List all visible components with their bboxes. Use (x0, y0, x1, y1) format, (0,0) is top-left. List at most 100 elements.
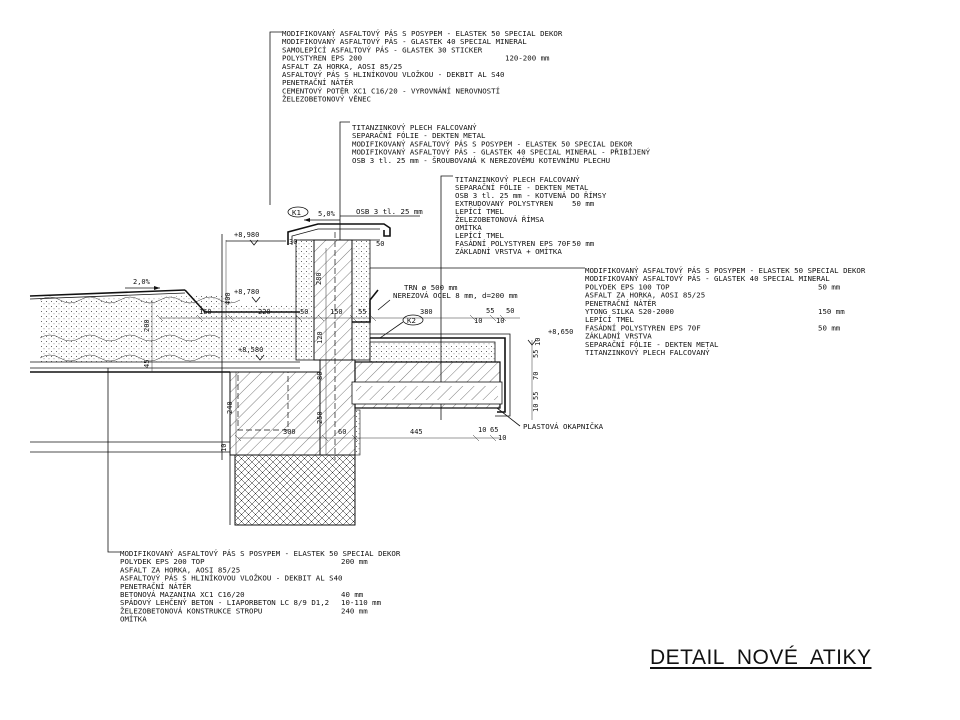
level-markers: +8,980 +8,780 +8,580 +8,650 (221, 231, 573, 460)
callout-bottom-line: PENETRAČNÍ NÁTĚR (120, 582, 192, 591)
svg-text:300: 300 (283, 428, 296, 436)
leader-lines (107, 31, 585, 553)
svg-text:55: 55 (532, 392, 540, 400)
svg-text:120: 120 (316, 331, 324, 344)
attic-wall (295, 232, 371, 460)
svg-text:30: 30 (289, 238, 297, 246)
callout-cornice-line: FASÁDNÍ POLYSTYREN EPS 70F (455, 239, 571, 248)
callout-bottom-thickness: 240 mm (341, 606, 368, 615)
callout-facade-line: YTONG SILKA S20-2000 (585, 307, 674, 316)
cornice: K2 TRN ø 500 mm NEREZOVÁ OCEL 8 mm, d=20… (351, 283, 518, 417)
svg-text:55: 55 (532, 350, 540, 358)
svg-text:280: 280 (315, 272, 323, 285)
callout-bottom-thickness: 40 mm (341, 590, 364, 599)
callout-cap-line: MODIFIKOVANÝ ASFALTOVÝ PÁS - GLASTEK 40 … (352, 148, 651, 157)
callout-top-line: PENETRAČNÍ NÁTĚR (282, 78, 354, 87)
callout-cornice-line: OMÍTKA (455, 223, 482, 232)
svg-text:10: 10 (532, 404, 540, 412)
callout-cornice-line: LEPÍCÍ TMEL (455, 207, 504, 216)
dimension-lines (151, 240, 533, 455)
cap-flashing: 5,0% OSB 3 tl. 25 mm K1 (287, 206, 423, 245)
svg-text:50: 50 (506, 307, 514, 315)
callout-cornice-thickness: 50 mm (572, 199, 595, 208)
cap-slope-label: 5,0% (318, 210, 336, 218)
svg-text:10: 10 (478, 426, 486, 434)
svg-text:55: 55 (486, 307, 494, 315)
callout-bottom-line: POLYDEK EPS 200 TOP (120, 557, 205, 566)
callout-cornice-thickness: 50 mm (572, 239, 595, 248)
callout-facade-line: ASFALT ZA HORKA, AOSI 85/25 (585, 291, 705, 300)
nerez-label: NEREZOVÁ OCEL 8 mm, d=200 mm (393, 291, 518, 300)
svg-text:400: 400 (224, 292, 232, 305)
callout-facade-line: LEPÍCÍ TMEL (585, 315, 634, 324)
level-8580: +8,580 (238, 346, 263, 354)
callout-top: MODIFIKOVANÝ ASFALTOVÝ PÁS S POSYPEM - E… (282, 29, 563, 104)
drawing-title: DETAIL NOVÉ ATIKY (650, 646, 872, 669)
callout-bottom-line: BETONOVÁ MAZANINA XC1 C16/20 (120, 590, 245, 599)
callout-top-line: MODIFIKOVANÝ ASFALTOVÝ PÁS S POSYPEM - E… (282, 29, 563, 38)
callout-cornice-line: SEPARAČNÍ FÓLIE - DEKTEN METAL (455, 183, 589, 192)
callout-bottom-line: OMÍTKA (120, 615, 147, 624)
callout-top-line: ASFALTOVÝ PÁS S HLINÍKOVOU VLOŽKOU - DEK… (282, 70, 504, 79)
callout-bottom-line: ASFALTOVÝ PÁS S HLINÍKOVOU VLOŽKOU - DEK… (120, 574, 342, 583)
callout-bottom-line: MODIFIKOVANÝ ASFALTOVÝ PÁS S POSYPEM - E… (120, 549, 401, 558)
callout-cornice-line: ZÁKLADNÍ VRSTVA + OMÍTKA (455, 247, 562, 256)
callout-top-line: MODIFIKOVANÝ ASFALTOVÝ PÁS - GLASTEK 40 … (282, 37, 527, 46)
svg-text:65: 65 (490, 426, 498, 434)
callout-facade-line: TITANZINKOVÝ PLECH FALCOVANÝ (585, 348, 710, 357)
callout-cornice-line: LEPÍCÍ TMEL (455, 231, 504, 240)
dimension-values: 30 50 50 400 280 160 220 150 55 380 55 5… (143, 238, 542, 452)
callout-cap-line: OSB 3 tl. 25 mm - ŠROUBOVANÁ K NEREZOVÉM… (352, 156, 610, 165)
callout-top-line: POLYSTYREN EPS 200 (282, 54, 362, 63)
callout-facade-line: ZÁKLADNÍ VRSTVA (585, 332, 652, 341)
osb-label: OSB 3 tl. 25 mm (356, 207, 423, 216)
callout-bottom: MODIFIKOVANÝ ASFALTOVÝ PÁS S POSYPEM - E… (120, 549, 401, 624)
trn-label: TRN ø 500 mm (404, 283, 458, 292)
callout-top-line: SAMOLEPÍCÍ ASFALTOVÝ PÁS - GLASTEK 30 ST… (282, 45, 483, 54)
level-8980: +8,980 (234, 231, 259, 239)
callout-bottom-line: SPÁDOVÝ LEHČENÝ BETON - LIAPORBETON LC 8… (120, 598, 329, 607)
svg-text:10: 10 (220, 444, 228, 452)
svg-text:445: 445 (410, 428, 423, 436)
svg-text:60: 60 (338, 428, 346, 436)
callout-facade-thickness: 150 mm (818, 307, 845, 316)
callout-facade-line: POLYDEK EPS 100 TOP (585, 282, 670, 291)
svg-text:10: 10 (498, 434, 506, 442)
svg-text:150: 150 (330, 308, 343, 316)
callout-cornice-line: EXTRUDOVANÝ POLYSTYREN (455, 199, 553, 208)
roof-insulation: 2,0% (29, 278, 300, 373)
callout-facade-line: MODIFIKOVANÝ ASFALTOVÝ PÁS S POSYPEM - E… (585, 266, 866, 275)
drip-label: PLASTOVÁ OKAPNIČKA (523, 422, 604, 431)
svg-text:220: 220 (258, 308, 271, 316)
k1-tag: K1 (292, 208, 301, 217)
callout-cornice-line: TITANZINKOVÝ PLECH FALCOVANÝ (455, 175, 580, 184)
svg-text:55: 55 (358, 308, 366, 316)
callout-cap-line: TITANZINKOVÝ PLECH FALCOVANÝ (352, 123, 477, 132)
concrete-structure (30, 371, 356, 526)
k2-tag: K2 (407, 316, 416, 325)
callout-cap-line: MODIFIKOVANÝ ASFALTOVÝ PÁS S POSYPEM - E… (352, 139, 633, 148)
callout-facade-thickness: 50 mm (818, 323, 841, 332)
callout-top-line: ŽELEZOBETONOVÝ VĚNEC (282, 95, 371, 104)
callout-top-line: CEMENTOVÝ POTĚR XC1 C16/20 - VYROVNÁNÍ N… (282, 86, 500, 95)
roof-slope-label: 2,0% (133, 278, 151, 286)
svg-text:380: 380 (420, 308, 433, 316)
callout-bottom-line: ŽELEZOBETONOVÁ KONSTRUKCE STROPU (120, 606, 262, 615)
callout-facade-line: SEPARAČNÍ FÓLIE - DEKTEN METAL (585, 340, 719, 349)
svg-text:200: 200 (143, 319, 151, 332)
svg-text:160: 160 (199, 308, 212, 316)
svg-text:250: 250 (316, 411, 324, 424)
callout-facade-thickness: 50 mm (818, 282, 841, 291)
callout-facade: MODIFIKOVANÝ ASFALTOVÝ PÁS S POSYPEM - E… (585, 266, 866, 357)
svg-text:45: 45 (143, 360, 151, 368)
callout-facade-line: MODIFIKOVANÝ ASFALTOVÝ PÁS - GLASTEK 40 … (585, 274, 830, 283)
svg-text:70: 70 (532, 372, 540, 380)
svg-text:50: 50 (300, 308, 308, 316)
level-8780: +8,780 (234, 288, 259, 296)
level-8650: +8,650 (548, 328, 573, 336)
callout-bottom-thickness: 200 mm (341, 557, 368, 566)
callout-bottom-line: ASFALT ZA HORKA, AOSI 85/25 (120, 565, 240, 574)
